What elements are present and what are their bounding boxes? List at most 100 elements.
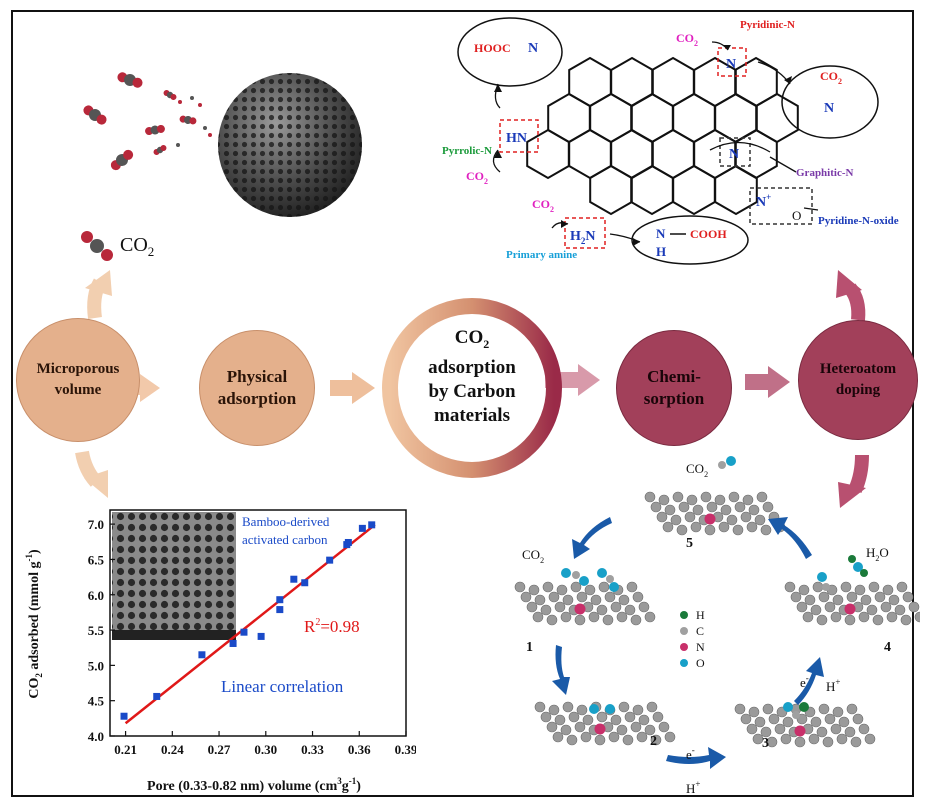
carbon-atom xyxy=(852,713,864,725)
carbon-atom xyxy=(846,591,858,603)
carbon-atom xyxy=(874,591,886,603)
y-tick-label: 6.0 xyxy=(88,588,104,603)
data-point xyxy=(276,606,284,614)
data-point xyxy=(368,521,376,529)
electron-right: e- xyxy=(800,673,809,690)
carbon-atom xyxy=(560,611,572,623)
carbon-atom xyxy=(752,733,764,745)
arrow-to-heteroatom xyxy=(745,366,790,398)
y-tick-label: 5.5 xyxy=(88,623,105,638)
carbon-atom xyxy=(714,494,726,506)
carbon-atom xyxy=(520,591,532,603)
carbon-atom xyxy=(652,711,664,723)
pyridinic-n-atom: N xyxy=(726,57,736,72)
carbon-atom xyxy=(816,614,828,626)
step-1: 1 xyxy=(526,640,533,655)
carbon-atom xyxy=(748,504,760,516)
carbon-atom xyxy=(604,591,616,603)
data-point xyxy=(257,632,265,640)
y-axis-ticks: 4.04.55.05.56.06.57.0 xyxy=(88,517,115,744)
inset-label-line2: activated carbon xyxy=(242,532,328,547)
carbon-atom xyxy=(562,594,574,606)
data-point xyxy=(153,692,161,700)
pyrrolic-hn: HN xyxy=(506,131,527,146)
legend-n: N xyxy=(696,640,705,654)
carbon-atom xyxy=(624,604,636,616)
legend-c: C xyxy=(696,624,704,638)
carbon-atom xyxy=(768,713,780,725)
carbon-atom xyxy=(616,724,628,736)
cycle-arrow-5-to-1 xyxy=(572,517,612,559)
carbon-atom xyxy=(684,511,696,523)
carbon-atom xyxy=(784,581,796,593)
carbon-atom xyxy=(840,581,852,593)
carbon-atom xyxy=(864,733,876,745)
y-tick-label: 4.0 xyxy=(88,729,104,744)
carbon-atom xyxy=(552,731,564,743)
carbon-atom xyxy=(686,494,698,506)
carbon-atom xyxy=(670,514,682,526)
carbon-sheet xyxy=(784,581,920,626)
carbon-atom xyxy=(664,504,676,516)
pyrrolic-co2: CO2 xyxy=(466,169,488,186)
amine-co2: CO2 xyxy=(532,197,554,214)
carbon-atom xyxy=(740,511,752,523)
carbon-atom xyxy=(782,716,794,728)
cooh-label: COOH xyxy=(690,227,727,241)
carbon-atom xyxy=(532,611,544,623)
carbon-atom xyxy=(754,514,766,526)
carbon-atom xyxy=(746,521,758,533)
carbon-atom xyxy=(720,504,732,516)
pyridine-oxide-box xyxy=(749,187,813,225)
data-point xyxy=(120,712,128,720)
carbon-atom xyxy=(650,501,662,513)
carbon-atom xyxy=(908,601,920,613)
carbon-atom xyxy=(812,581,824,593)
y-axis-label: CO2 adsorbed (mmol g-1) xyxy=(24,549,44,699)
x-tick-label: 0.36 xyxy=(348,742,371,757)
carbon-atom xyxy=(570,581,582,593)
carbon-atom xyxy=(678,501,690,513)
carbon-atom xyxy=(804,594,816,606)
cycle-co2-top: CO2 xyxy=(686,461,708,479)
sem-inset-image xyxy=(112,512,236,640)
carbon-atom xyxy=(790,591,802,603)
nitrogen-atom xyxy=(844,603,856,615)
carbon-atom xyxy=(742,494,754,506)
carbon-atom xyxy=(894,604,906,616)
cycle-arrow-4-to-5 xyxy=(768,517,812,559)
carbon-atom xyxy=(844,614,856,626)
carbon-atom xyxy=(914,611,920,623)
n-oxide-atom: N+ xyxy=(756,192,771,210)
hooc-n-atom: N xyxy=(528,41,538,56)
carbon-atom xyxy=(728,491,740,503)
carbon-atom xyxy=(534,701,546,713)
data-point xyxy=(326,556,334,564)
carbon-atom xyxy=(880,601,892,613)
carbon-atom xyxy=(824,713,836,725)
linear-correlation-label: Linear correlation xyxy=(221,677,344,696)
carbon-atom xyxy=(560,724,572,736)
carbon-atom xyxy=(596,604,608,616)
fit-line xyxy=(124,523,376,725)
carbon-atom xyxy=(810,716,822,728)
carbon-atom xyxy=(650,734,662,746)
carbon-atom xyxy=(584,584,596,596)
co2-adsorption-cycle: 5 1 4 2 3 CO2 CO2 H2O e- H+ e- H+ H C N … xyxy=(514,456,920,796)
carbon-atom xyxy=(574,721,586,733)
center-title: CO2 adsorption by Carbon materials xyxy=(428,327,516,426)
carbon-atom xyxy=(618,701,630,713)
nh-h: H xyxy=(656,244,666,259)
carbon-atom xyxy=(658,721,670,733)
carbon-atom xyxy=(658,494,670,506)
carbon-atom xyxy=(636,731,648,743)
carbon-atom xyxy=(598,581,610,593)
legend-h: H xyxy=(696,608,705,622)
graphitic-n-atom: N xyxy=(729,147,739,162)
carbon-atom xyxy=(542,581,554,593)
carbon-atom xyxy=(844,726,856,738)
carbon-atom xyxy=(554,601,566,613)
